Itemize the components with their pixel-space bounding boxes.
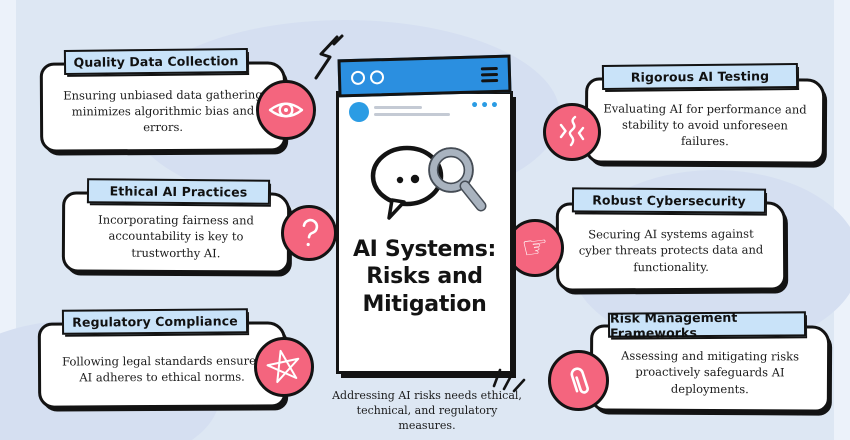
star-icon [254, 337, 314, 397]
card-rigorous-ai-testing: Evaluating AI for performance and stabil… [584, 77, 826, 165]
card-robust-cybersecurity: Securing AI systems against cyber threat… [555, 201, 787, 292]
window-circle-icon [350, 70, 366, 86]
lightning-doodle-icon [310, 33, 346, 91]
paperclip-icon [548, 350, 609, 411]
card-text: Incorporating fairness and accountabilit… [98, 212, 254, 260]
question-mark-icon [281, 205, 337, 261]
speed-lines-doodle-icon [488, 356, 528, 400]
card-text: Ensuring unbiased data gathering minimiz… [63, 87, 263, 135]
card-title-robust-cybersecurity: Robust Cybersecurity [571, 187, 767, 214]
card-title-rigorous-ai-testing: Rigorous AI Testing [601, 62, 799, 91]
pointing-hand-icon: ☞ [506, 219, 564, 277]
eye-icon [256, 80, 316, 140]
post-header-row: ••• [339, 94, 510, 130]
avatar [349, 102, 369, 122]
text-placeholder-line [374, 113, 450, 116]
footer-caption: Addressing AI risks needs ethical, techn… [332, 389, 522, 432]
card-title-quality-data-collection: Quality Data Collection [63, 48, 249, 75]
ellipsis-dots-icon: ••• [470, 98, 500, 114]
card-title-ethical-ai-practices: Ethical AI Practices [86, 178, 271, 205]
card-title-regulatory-compliance: Regulatory Compliance [61, 308, 249, 335]
card-text: Following legal standards ensures AI adh… [62, 353, 262, 385]
speech-bubble-magnifier-illustration [355, 130, 500, 239]
card-text: Assessing and mitigating risks proactive… [621, 348, 800, 396]
card-text: Evaluating AI for performance and stabil… [603, 101, 807, 149]
page-title: AI Systems: Risks and Mitigation [352, 237, 497, 317]
card-text: Securing AI systems against cyber threat… [578, 226, 764, 274]
card-quality-data-collection: Ensuring unbiased data gathering minimiz… [39, 61, 287, 153]
card-title-risk-management-frameworks: Risk Management Frameworks [607, 309, 807, 340]
window-circle-icon [369, 70, 385, 85]
text-placeholder-line [374, 106, 422, 109]
magnifying-glass-icon [428, 147, 487, 212]
spark-icon [543, 103, 601, 161]
browser-title-bar [337, 54, 512, 98]
hamburger-menu-icon [480, 66, 499, 82]
speech-bubble-tail [387, 198, 406, 220]
phone-screen: ••• AI Systems: Risks and Mitigation [336, 91, 513, 374]
